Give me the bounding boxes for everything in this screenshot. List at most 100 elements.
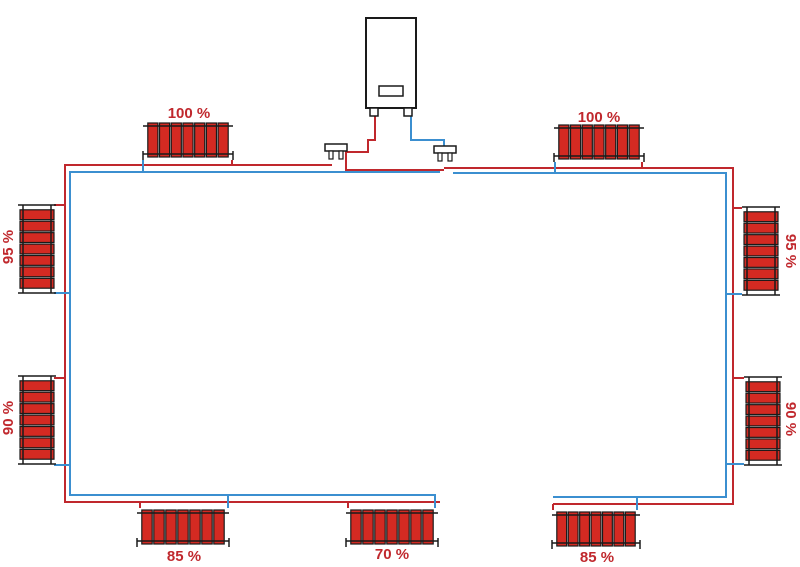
radiator-section <box>350 509 362 545</box>
radiator-section <box>147 122 159 158</box>
radiator-section <box>205 122 218 158</box>
label-right-upper: 95 % <box>782 234 799 268</box>
label-left-lower: 90 % <box>0 401 17 435</box>
radiator-section <box>19 277 55 289</box>
radiator-labels: 100 % 100 % 95 % 90 % 95 % 90 % 85 % 70 … <box>0 105 799 566</box>
radiator-section <box>743 279 779 291</box>
label-bottom-left: 85 % <box>167 548 201 565</box>
radiator-section <box>19 414 55 426</box>
radiator-section <box>194 122 206 158</box>
radiator-section <box>362 509 374 545</box>
radiator-section <box>189 509 201 545</box>
boiler-foot-left <box>369 107 379 117</box>
boiler-display <box>378 85 404 97</box>
radiator-section <box>745 381 781 393</box>
radiator-section <box>19 380 55 392</box>
radiator-top-left <box>142 122 234 160</box>
radiator-section <box>558 124 570 160</box>
radiator-section <box>745 449 781 461</box>
radiator-section <box>177 509 189 545</box>
radiator-section <box>213 509 225 545</box>
radiator-section <box>590 511 602 547</box>
radiator-section <box>374 509 386 545</box>
radiator-section <box>19 220 55 232</box>
radiator-left-upper <box>18 204 56 294</box>
radiator-section <box>386 509 398 545</box>
radiator-right-upper <box>742 206 780 296</box>
radiator-section <box>141 509 153 545</box>
label-right-lower: 90 % <box>782 402 799 436</box>
radiator-section <box>567 511 579 547</box>
boiler-icon <box>365 17 417 117</box>
return-pipes <box>54 114 744 510</box>
radiator-section <box>745 415 781 427</box>
radiator-section <box>217 122 229 158</box>
radiator-section <box>158 122 171 158</box>
radiator-section <box>556 511 568 547</box>
return-main-loop-right <box>453 172 727 498</box>
radiator-section <box>19 437 55 449</box>
radiator-section <box>19 209 55 221</box>
label-bottom-right: 85 % <box>580 549 614 566</box>
radiator-section <box>398 509 410 545</box>
manifold-left-body <box>324 143 348 152</box>
manifold-right-body <box>433 145 457 154</box>
radiator-section <box>624 511 636 547</box>
radiator-section <box>19 448 55 460</box>
radiator-section <box>19 254 55 266</box>
radiator-section <box>19 243 55 255</box>
manifold-right-leg-2 <box>447 152 453 162</box>
label-bottom-mid: 70 % <box>375 546 409 563</box>
radiator-section <box>745 438 781 450</box>
radiator-top-right <box>553 124 645 162</box>
radiator-section <box>616 124 629 160</box>
manifold-icon <box>324 143 348 160</box>
radiator-section <box>743 256 779 268</box>
radiator-section <box>743 222 779 234</box>
radiator-section <box>593 124 605 160</box>
radiator-section <box>201 509 213 545</box>
radiator-section <box>165 509 177 545</box>
radiator-section <box>153 509 165 545</box>
manifold-icon <box>433 145 457 162</box>
radiator-section <box>581 124 593 160</box>
radiator-section <box>19 403 55 415</box>
radiator-bottom-mid <box>345 509 439 547</box>
radiator-section <box>745 404 781 416</box>
radiator-layer <box>18 122 782 549</box>
boiler-foot-right <box>403 107 413 117</box>
radiator-section <box>601 511 613 547</box>
label-left-upper: 95 % <box>0 230 17 264</box>
radiator-section <box>19 266 55 278</box>
radiator-bottom-right <box>551 511 641 549</box>
label-top-right: 100 % <box>578 109 621 126</box>
radiator-section <box>743 245 779 257</box>
radiator-section <box>743 234 779 246</box>
radiator-section <box>170 122 182 158</box>
radiator-section <box>422 509 434 545</box>
radiator-section <box>579 511 591 547</box>
radiator-section <box>182 122 194 158</box>
radiator-section <box>19 232 55 244</box>
radiator-section <box>605 124 617 160</box>
manifold-left-leg-1 <box>328 150 334 160</box>
radiator-section <box>19 425 55 437</box>
radiator-section <box>745 426 781 438</box>
supply-boiler-link <box>345 114 444 171</box>
radiator-section <box>628 124 640 160</box>
label-top-left: 100 % <box>168 105 211 122</box>
radiator-section <box>743 268 779 280</box>
supply-main-loop <box>64 164 440 503</box>
supply-main-loop-right <box>444 167 734 505</box>
manifold-left-leg-2 <box>338 150 344 160</box>
radiator-section <box>745 392 781 404</box>
radiator-left-lower <box>18 375 56 465</box>
manifold-right-leg-1 <box>437 152 443 162</box>
radiator-bottom-left <box>136 509 230 547</box>
radiator-section <box>613 511 625 547</box>
radiator-section <box>19 391 55 403</box>
radiator-section <box>743 211 779 223</box>
return-main-loop <box>69 171 440 496</box>
